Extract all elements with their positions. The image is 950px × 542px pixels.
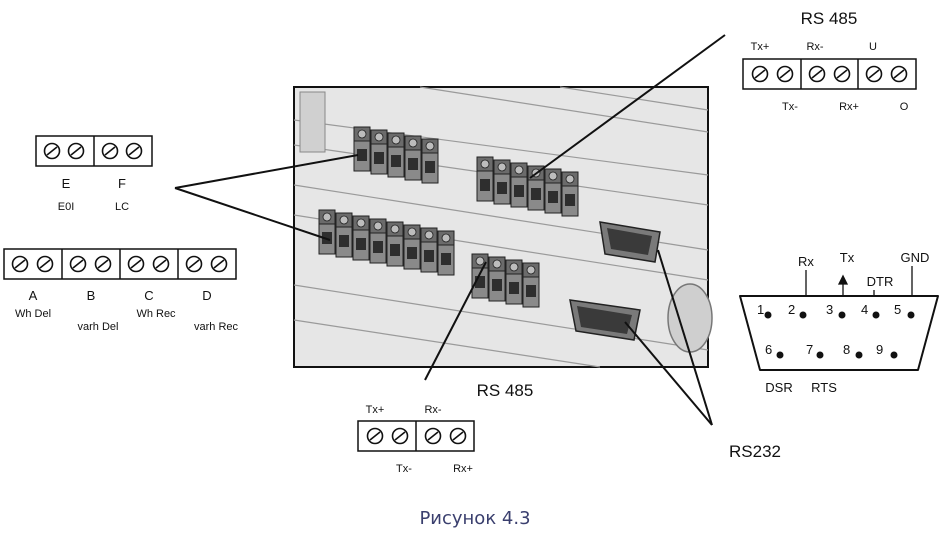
screw-icon	[808, 65, 826, 83]
pointer-lines	[174, 34, 726, 426]
ef-name-e: E0I	[58, 201, 75, 213]
screw-icon	[94, 255, 112, 273]
device-board-photo	[293, 86, 713, 368]
figure-caption: Рисунок 4.3	[419, 508, 531, 529]
screw-icon	[127, 255, 145, 273]
rs485-top-label-u: U	[869, 41, 877, 53]
pin-1-label: 1	[757, 302, 764, 317]
screw-icon	[11, 255, 29, 273]
screw-icon	[101, 142, 119, 160]
rs232-db9-pinout: RS232 Rx Tx DTR GND 1 2 3 4 5 6 7	[729, 250, 939, 461]
ef-letter-f: F	[118, 176, 126, 191]
screw-icon	[865, 65, 883, 83]
abcd-letter-a: A	[29, 288, 38, 303]
rs485-top-label-o: O	[900, 101, 909, 113]
abcd-letter-d: D	[202, 288, 211, 303]
screw-icon	[776, 65, 794, 83]
pin-4-label: 4	[861, 302, 868, 317]
rs485-top-label-rxminus: Rx-	[806, 41, 823, 53]
rs485-top-label-txplus: Tx+	[751, 41, 770, 53]
db9-outline	[739, 295, 939, 371]
rs485-top-label-rxplus: Rx+	[839, 101, 859, 113]
screw-icon	[890, 65, 908, 83]
rs485-bottom-label-txplus: Tx+	[366, 404, 385, 416]
pin-6-label: 6	[765, 342, 772, 357]
rs485-bottom-title: RS 485	[477, 381, 534, 400]
rs232-signal-rx: Rx	[798, 254, 814, 269]
pin-5-label: 5	[894, 302, 901, 317]
abcd-name-a: Wh Del	[15, 308, 51, 320]
screw-icon	[36, 255, 54, 273]
rs232-signal-dsr: DSR	[765, 380, 792, 395]
abcd-name-d: varh Rec	[194, 321, 239, 333]
pin-1-dot	[764, 311, 772, 319]
abcd-name-b: varh Del	[78, 321, 119, 333]
rs232-signal-gnd: GND	[901, 250, 930, 265]
screw-icon	[424, 427, 442, 445]
screw-icon	[43, 142, 61, 160]
abcd-name-c: Wh Rec	[136, 308, 176, 320]
pin-9-label: 9	[876, 342, 883, 357]
db9-connector-lower	[569, 299, 641, 341]
rs232-signal-dtr: DTR	[867, 274, 894, 289]
rs232-signal-rts: RTS	[811, 380, 837, 395]
pin-3-label: 3	[826, 302, 833, 317]
rs485-bottom-label-rxminus: Rx-	[424, 404, 441, 416]
pin-8-label: 8	[843, 342, 850, 357]
abcd-connector-diagram: A B C D Wh Del varh Del Wh Rec varh Rec	[3, 248, 239, 333]
pin-8-dot	[855, 351, 863, 359]
screw-icon	[833, 65, 851, 83]
screw-icon	[391, 427, 409, 445]
pin-3-dot	[838, 311, 846, 319]
rs232-signal-tx: Tx	[840, 250, 855, 265]
screw-icon	[69, 255, 87, 273]
screw-icon	[751, 65, 769, 83]
abcd-letter-c: C	[144, 288, 153, 303]
screw-icon	[449, 427, 467, 445]
pin-9-dot	[890, 351, 898, 359]
screw-icon	[125, 142, 143, 160]
pin-7-label: 7	[806, 342, 813, 357]
ef-name-f: LC	[115, 201, 129, 213]
abcd-letter-b: B	[87, 288, 96, 303]
screw-icon	[366, 427, 384, 445]
screw-icon	[210, 255, 228, 273]
pin-2-label: 2	[788, 302, 795, 317]
rs485-bottom-connector-diagram: RS 485 Tx+ Rx- Tx- Rx+	[357, 381, 534, 475]
rs232-title: RS232	[729, 442, 781, 461]
rs485-top-connector-diagram: RS 485 Tx+ Rx- U Tx- Rx+ O	[742, 9, 917, 113]
screw-icon	[185, 255, 203, 273]
rs485-top-label-txminus: Tx-	[782, 101, 798, 113]
pin-4-dot	[872, 311, 880, 319]
db9-connector-upper	[599, 221, 661, 263]
pin-5-dot	[907, 311, 915, 319]
screw-icon	[67, 142, 85, 160]
pin-6-dot	[776, 351, 784, 359]
db9-pins: 1 2 3 4 5 6 7 8 9	[757, 302, 915, 359]
rs485-top-title: RS 485	[801, 9, 858, 28]
pin-7-dot	[816, 351, 824, 359]
ef-letter-e: E	[62, 176, 71, 191]
rs485-bottom-label-rxplus: Rx+	[453, 463, 473, 475]
screw-icon	[152, 255, 170, 273]
ef-connector-diagram: E F E0I LC	[35, 135, 153, 213]
rs485-bottom-label-txminus: Tx-	[396, 463, 412, 475]
pin-2-dot	[799, 311, 807, 319]
